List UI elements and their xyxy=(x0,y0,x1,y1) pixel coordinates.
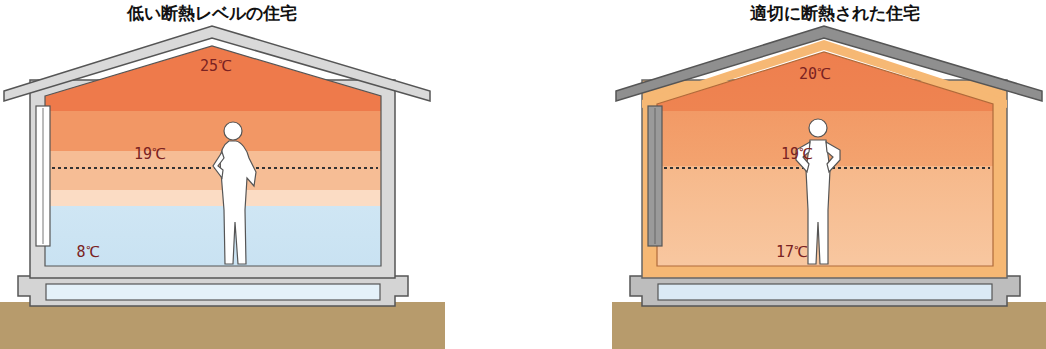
temperature-label: 17℃ xyxy=(776,244,808,261)
temperature-label: 19℃ xyxy=(134,146,166,163)
window-frame xyxy=(655,108,656,244)
temperature-label: 20℃ xyxy=(799,66,831,83)
ground xyxy=(0,302,445,349)
temperature-label: 19℃ xyxy=(781,146,813,163)
window-frame xyxy=(43,108,44,244)
low-insulation-house xyxy=(0,26,445,349)
room-interior xyxy=(45,46,381,266)
foundation xyxy=(18,276,408,306)
insulated-house xyxy=(612,26,1046,349)
window xyxy=(36,106,50,246)
person-silhouette xyxy=(796,119,840,264)
room-interior xyxy=(657,52,993,266)
ground xyxy=(612,302,1046,349)
temperature-label: 25℃ xyxy=(200,58,232,75)
temperature-label: 8℃ xyxy=(76,244,99,261)
person-silhouette xyxy=(213,122,256,264)
window xyxy=(648,106,662,246)
house-title: 適切に断熱された住宅 xyxy=(750,4,920,23)
crawl-space xyxy=(46,284,380,300)
crawl-space xyxy=(658,284,992,300)
foundation xyxy=(630,276,1020,306)
house-title: 低い断熱レベルの住宅 xyxy=(127,4,297,23)
